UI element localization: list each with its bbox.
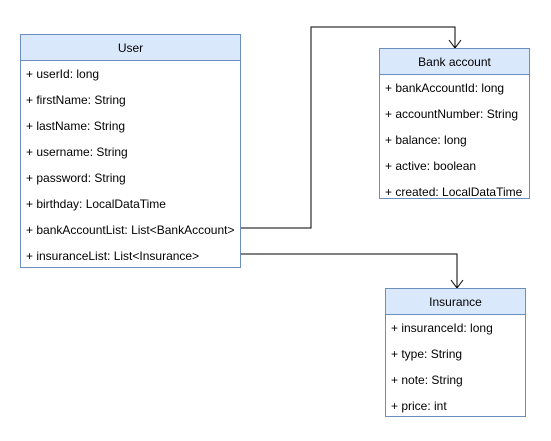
attribute-row: + active: boolean	[385, 159, 477, 173]
attribute-row: + bankAccountList: List<BankAccount>	[26, 223, 235, 237]
attribute-row: + lastName: String	[26, 119, 126, 133]
attribute-row: + created: LocalDataTime	[385, 185, 523, 199]
bank-account-class-title: Bank account	[380, 49, 529, 75]
bank-account-class-box[interactable]: Bank account + bankAccountId: long + acc…	[379, 48, 530, 199]
user-class-title: User	[21, 35, 240, 61]
attribute-row: + bankAccountId: long	[385, 81, 505, 95]
attribute-row: + username: String	[26, 145, 128, 159]
attribute-row: + type: String	[391, 347, 463, 361]
bank-account-arrowhead-icon	[448, 39, 462, 49]
insurance-class-box[interactable]: Insurance + insuranceId: long + type: St…	[385, 288, 526, 417]
attribute-row: + birthday: LocalDataTime	[26, 197, 166, 211]
attribute-row: + firstName: String	[26, 93, 126, 107]
attribute-row: + balance: long	[385, 133, 467, 147]
attribute-row: + password: String	[26, 171, 126, 185]
attribute-row: + userId: long	[26, 67, 100, 81]
attribute-row: + price: int	[391, 399, 447, 413]
insurance-class-title: Insurance	[386, 289, 525, 315]
user-class-box[interactable]: User + userId: long + firstName: String …	[20, 34, 241, 268]
attribute-row: + accountNumber: String	[385, 107, 519, 121]
attribute-row: + insuranceId: long	[391, 321, 493, 335]
insurance-arrowhead-icon	[450, 279, 464, 289]
attribute-row: + note: String	[391, 373, 463, 387]
user-to-insurance-connector	[241, 253, 458, 288]
attribute-row: + insuranceList: List<Insurance>	[26, 249, 200, 263]
